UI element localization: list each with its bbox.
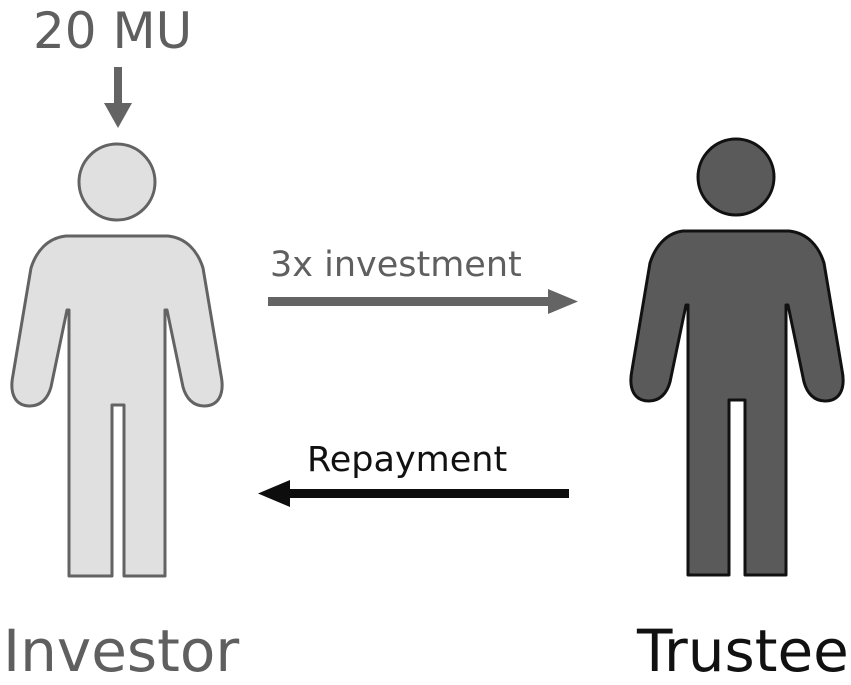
trustee-label: Trustee	[637, 617, 849, 685]
investor-label: Investor	[3, 617, 240, 685]
endowment-label: 20 MU	[33, 2, 193, 60]
trustee-person-icon	[629, 137, 845, 577]
investment-label: 3x investment	[270, 245, 522, 285]
repayment-label: Repayment	[307, 440, 508, 480]
repayment-arrow-icon	[258, 480, 569, 507]
investment-arrow-icon	[268, 289, 578, 314]
endowment-arrow-icon	[104, 67, 132, 128]
investor-person-icon	[10, 142, 224, 578]
